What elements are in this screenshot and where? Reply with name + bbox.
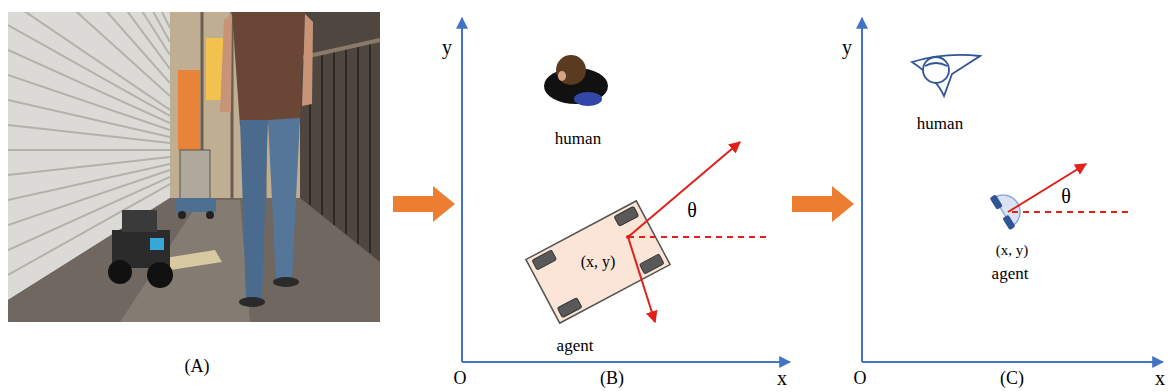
axis-label: y — [442, 37, 452, 57]
photo-panel-part — [268, 118, 300, 280]
photo-panel — [8, 12, 380, 322]
axis-label: O — [454, 369, 467, 387]
axis-label: O — [854, 369, 867, 387]
car-body — [526, 201, 670, 323]
photo-panel-part — [232, 12, 305, 126]
heading-arrow — [628, 142, 740, 237]
flow-arrow — [393, 186, 455, 222]
railing-bars-part — [321, 52, 323, 215]
photo-panel-part — [302, 14, 313, 106]
wall-stripes-part — [8, 12, 170, 55]
angle-label: θ — [687, 200, 697, 220]
wall-stripes-part — [8, 125, 170, 143]
wall-stripes-part — [8, 12, 170, 28]
railing-bars-part — [357, 45, 359, 244]
lateral-arrow — [628, 237, 655, 322]
wheel — [532, 250, 557, 270]
entity-label: agent — [557, 337, 594, 354]
wall-stripes-part — [8, 100, 170, 137]
photo-panel-part — [165, 250, 222, 270]
human-icon-part — [558, 71, 566, 81]
wall-stripes — [8, 12, 170, 275]
photo-panel-part — [180, 150, 210, 202]
axes — [462, 18, 790, 362]
axes — [862, 18, 1163, 362]
heading-reference — [628, 236, 768, 238]
panel-label: (A) — [185, 357, 210, 375]
railing-bars-part — [369, 43, 371, 253]
photo-panel-part — [239, 297, 265, 307]
wall-stripes-part — [8, 50, 170, 123]
coordinate-label: (x, y) — [581, 254, 616, 270]
human-icon-part — [556, 55, 586, 85]
railing-bars-part — [333, 50, 335, 225]
human-outline-icon-part — [923, 57, 949, 83]
photo-panel-part — [108, 260, 132, 284]
wheel — [614, 206, 639, 226]
human-icon-part — [574, 92, 602, 106]
photo-panel-part — [122, 210, 157, 232]
axis-label: x — [1155, 368, 1165, 388]
photo-panel-part — [273, 277, 299, 287]
angle-label: θ — [1061, 186, 1071, 206]
photo-panel-part — [150, 238, 164, 250]
axis-label: y — [842, 37, 852, 57]
flow-arrow — [792, 186, 854, 222]
agent-body: (x, y) — [523, 197, 673, 327]
agent-icon — [990, 187, 1028, 230]
wall-stripes-part — [8, 164, 170, 200]
human-outline-icon-part — [925, 63, 947, 66]
human-outline-icon — [912, 55, 980, 96]
photo-panel-part — [220, 14, 232, 112]
panel-label: (C) — [1000, 369, 1024, 387]
agent-icon-part — [990, 194, 1003, 210]
entity-label: agent — [992, 265, 1029, 282]
axes-part — [462, 361, 790, 363]
wheel — [557, 298, 582, 318]
agent-icon-part — [1002, 215, 1015, 231]
origin-dot — [626, 235, 630, 239]
heading-reference — [1012, 211, 1128, 213]
entity-label: human — [917, 115, 963, 132]
photo-panel-part — [147, 262, 173, 288]
photo-panel-part — [240, 120, 268, 300]
wheel — [639, 254, 664, 274]
wall-stripes-part — [8, 75, 170, 130]
photo-panel-part — [206, 211, 214, 219]
panel-label: (B) — [600, 369, 624, 387]
photo-panel-part — [300, 12, 380, 262]
photo-panel-part — [176, 198, 216, 212]
axes-part — [861, 18, 863, 362]
railing-bars-part — [345, 48, 347, 234]
photo-panel-part — [8, 12, 380, 322]
railing-bars — [310, 43, 370, 253]
photo-panel-part — [178, 70, 200, 150]
human-outline-icon-part — [912, 55, 980, 96]
wall-stripes-part — [8, 157, 170, 175]
axes-part — [461, 18, 463, 362]
axes-part — [862, 361, 1163, 363]
heading-arrow — [1008, 164, 1086, 212]
coordinate-label: (x, y) — [996, 243, 1029, 258]
entity-label: human — [555, 130, 601, 147]
human-icon — [544, 55, 608, 106]
car-chassis — [526, 201, 670, 323]
photo-panel-part — [178, 211, 186, 219]
axis-label: x — [777, 368, 787, 388]
wall-stripes-part — [8, 149, 170, 151]
